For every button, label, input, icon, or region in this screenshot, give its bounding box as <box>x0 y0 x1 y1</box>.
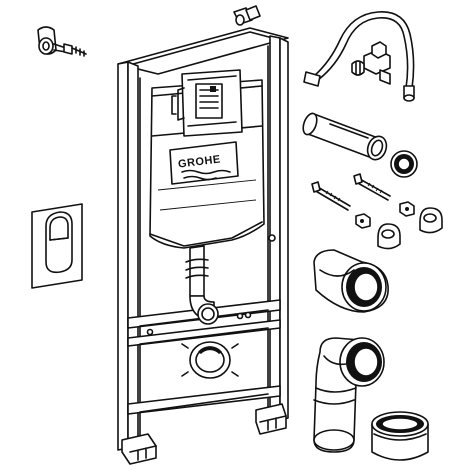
fixing-bolts <box>311 173 391 211</box>
angle-valve <box>351 41 391 85</box>
nuts <box>355 201 415 229</box>
flush-bend-pipe <box>302 112 388 161</box>
outlet-ring <box>181 341 239 379</box>
brand-logo: GROHE <box>177 154 221 171</box>
flush-plate <box>31 203 83 289</box>
cap-nuts <box>377 207 443 250</box>
connector-sleeve <box>313 249 389 313</box>
supply-hose <box>303 11 415 102</box>
wall-anchor-bracket <box>37 26 87 57</box>
drain-elbow <box>313 337 385 453</box>
seal-ring <box>390 150 418 178</box>
installation-frame <box>117 5 289 465</box>
protective-cap <box>371 411 429 461</box>
cistern: GROHE <box>149 69 265 325</box>
